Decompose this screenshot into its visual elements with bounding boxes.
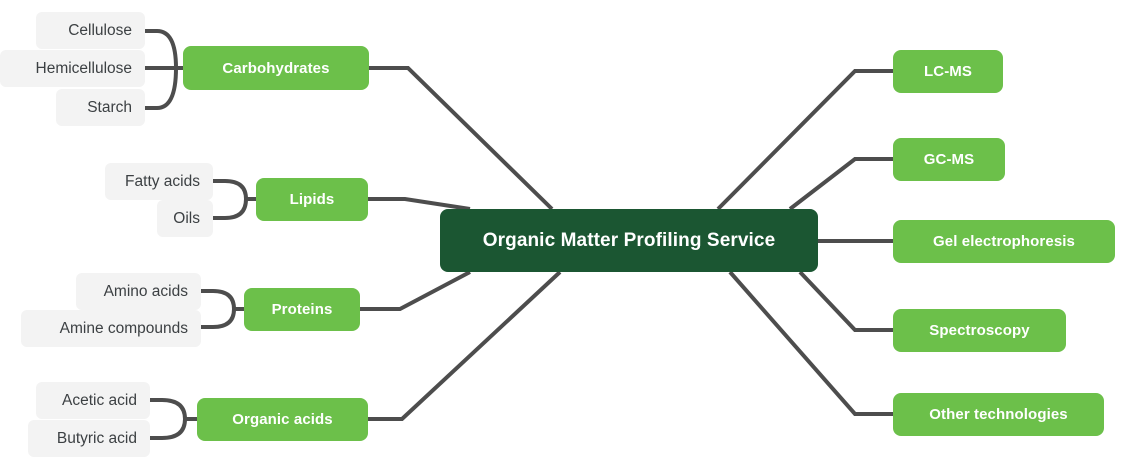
leaf-label: Starch (87, 98, 132, 116)
branch-node-spectroscopy[interactable]: Spectroscopy (893, 309, 1066, 352)
leaf-node-fatty-acids[interactable]: Fatty acids (105, 163, 213, 200)
connector-leaf-fatty-acids (213, 179, 248, 200)
connector-center-other-technologies (728, 270, 893, 416)
leaf-label: Acetic acid (62, 391, 137, 409)
branch-node-other-technologies[interactable]: Other technologies (893, 393, 1104, 436)
connector-center-carbohydrates (369, 66, 554, 211)
leaf-node-cellulose[interactable]: Cellulose (36, 12, 145, 49)
leaf-label: Oils (173, 209, 200, 227)
leaf-node-oils[interactable]: Oils (157, 200, 213, 237)
connector-center-spectroscopy (798, 270, 893, 332)
connector-leaf-butyric-acid (150, 418, 187, 440)
leaf-label: Cellulose (68, 21, 132, 39)
leaf-node-amine-compounds[interactable]: Amine compounds (21, 310, 201, 347)
leaf-node-hemicellulose[interactable]: Hemicellulose (0, 50, 145, 87)
branch-label: Organic acids (232, 411, 333, 428)
leaf-label: Hemicellulose (35, 59, 132, 77)
connector-center-gc-ms (788, 157, 893, 211)
leaf-label: Amino acids (103, 282, 188, 300)
branch-label: Proteins (271, 301, 333, 318)
leaf-label: Fatty acids (125, 172, 200, 190)
branch-label: Spectroscopy (929, 322, 1030, 339)
center-node[interactable]: Organic Matter Profiling Service (440, 209, 818, 272)
connector-leaf-starch (145, 67, 178, 110)
branch-label: Carbohydrates (222, 59, 330, 77)
branch-node-lc-ms[interactable]: LC-MS (893, 50, 1003, 93)
leaf-node-butyric-acid[interactable]: Butyric acid (28, 420, 150, 457)
leaf-node-acetic-acid[interactable]: Acetic acid (36, 382, 150, 419)
leaf-node-amino-acids[interactable]: Amino acids (76, 273, 201, 310)
connector-leaf-oils (213, 198, 248, 220)
branch-node-proteins[interactable]: Proteins (244, 288, 360, 331)
branch-node-gc-ms[interactable]: GC-MS (893, 138, 1005, 181)
connector-leaf-amine-compounds (201, 308, 236, 329)
connector-center-lipids (368, 197, 471, 211)
leaf-node-starch[interactable]: Starch (56, 89, 145, 126)
branch-node-gel-electrophoresis[interactable]: Gel electrophoresis (893, 220, 1115, 263)
leaf-label: Butyric acid (56, 429, 137, 447)
branch-node-organic-acids[interactable]: Organic acids (197, 398, 368, 441)
connector-center-proteins (360, 270, 471, 311)
connector-leaf-acetic-acid (150, 398, 187, 420)
connector-leaf-amino-acids (201, 289, 236, 310)
branch-label: Other technologies (929, 406, 1068, 423)
branch-label: Lipids (289, 191, 335, 208)
center-node-label: Organic Matter Profiling Service (482, 229, 776, 251)
leaf-label: Amine compounds (59, 319, 188, 337)
branch-node-carbohydrates[interactable]: Carbohydrates (183, 46, 369, 90)
connector-center-lc-ms (716, 69, 893, 211)
branch-label: Gel electrophoresis (933, 233, 1075, 250)
connector-center-organic-acids (368, 270, 562, 421)
branch-label: GC-MS (923, 151, 975, 168)
connector-leaf-cellulose (145, 29, 178, 69)
branch-label: LC-MS (924, 63, 972, 80)
branch-node-lipids[interactable]: Lipids (256, 178, 368, 221)
